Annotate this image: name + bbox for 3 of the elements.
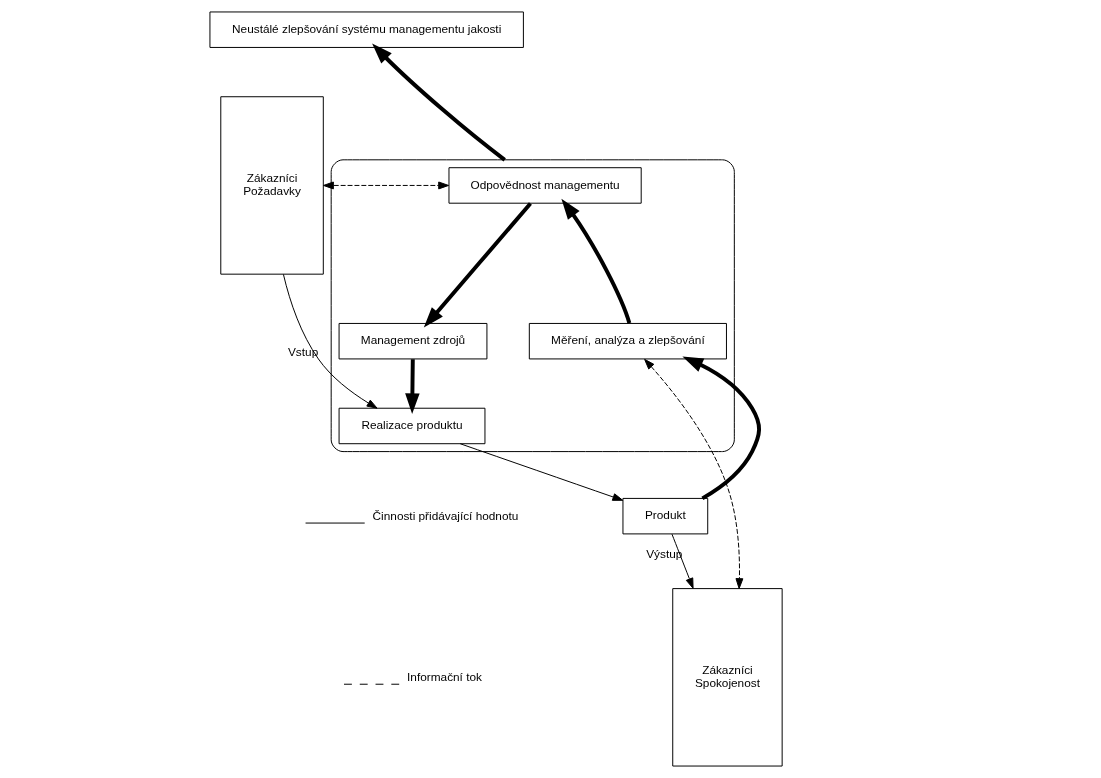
legend-label: Informační tok <box>406 669 482 684</box>
legend-label: Činnosti přidávající hodnotu <box>372 508 518 523</box>
edge-label: Výstup <box>645 546 682 561</box>
